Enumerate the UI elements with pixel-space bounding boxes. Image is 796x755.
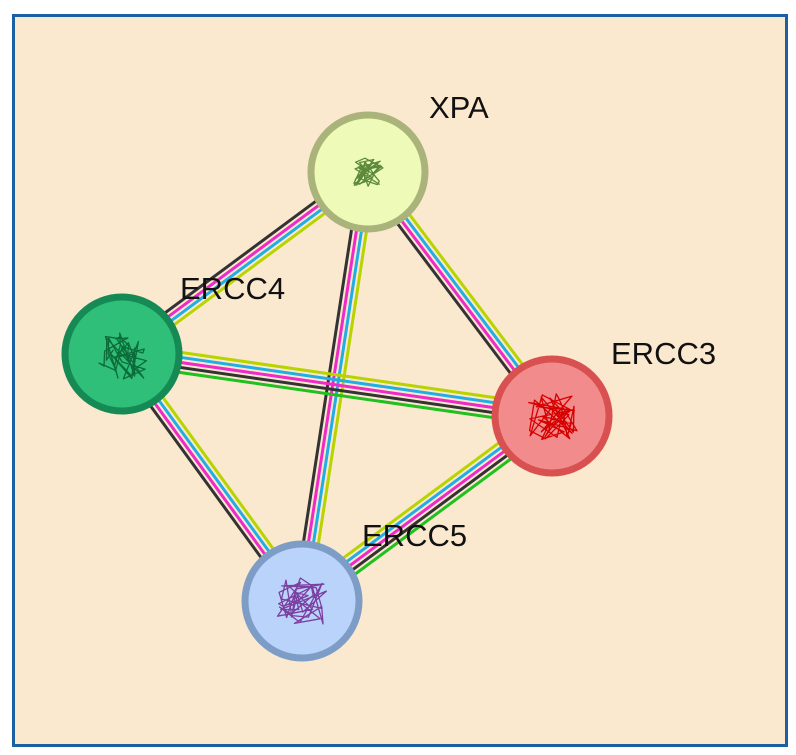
edge-layer <box>114 164 560 611</box>
edge-strand <box>298 171 368 601</box>
protein-structure-icon <box>276 577 328 625</box>
node-xpa[interactable] <box>307 111 429 233</box>
node-label-ercc5: ERCC5 <box>362 518 468 553</box>
network-graph <box>61 111 613 662</box>
node-layer <box>61 111 613 662</box>
node-label-ercc3: ERCC3 <box>611 336 717 371</box>
edge-strand <box>307 172 377 603</box>
node-label-ercc4: ERCC4 <box>180 271 286 306</box>
edge-strand <box>293 170 363 601</box>
edge-strand <box>121 357 552 423</box>
protein-structure-icon <box>353 157 384 187</box>
node-ercc3[interactable] <box>491 355 613 477</box>
edge-strand <box>123 342 554 408</box>
node-ercc4[interactable] <box>61 293 183 415</box>
edge-strand <box>120 362 551 428</box>
protein-structure-icon <box>98 332 148 380</box>
edge-strand <box>302 172 372 602</box>
network-frame: XPA ERCC4 ERCC3 ERCC5 <box>12 14 788 747</box>
node-ercc5[interactable] <box>241 540 363 662</box>
edge-xpa-ercc5 <box>293 170 377 603</box>
edge-ercc4-ercc3 <box>120 342 554 428</box>
edge-strand <box>121 352 553 418</box>
protein-structure-icon <box>528 393 578 441</box>
edge-strand <box>122 347 553 413</box>
node-label-xpa: XPA <box>429 90 489 125</box>
